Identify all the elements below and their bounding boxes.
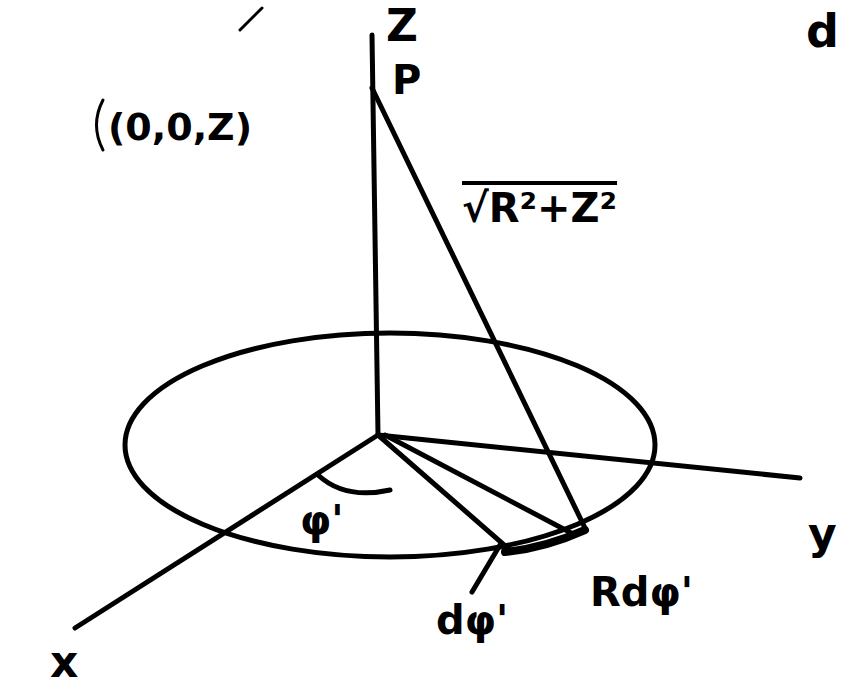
x-axis [75, 435, 378, 628]
radial-line [385, 435, 575, 535]
axis-label: y [808, 512, 837, 556]
distance-label: √R²+Z² [462, 188, 617, 228]
axis-label: Z [386, 4, 418, 48]
angle-label: dφ' [436, 600, 508, 640]
mark [240, 8, 262, 30]
arc-length-label: Rdφ' [590, 572, 693, 612]
point-label: P [392, 60, 421, 100]
bracket [97, 100, 104, 150]
y-axis [378, 435, 800, 478]
angle-arc [318, 475, 390, 493]
angle-label: φ' [300, 500, 344, 540]
ring-element [505, 530, 585, 552]
coordinate-label: (0,0,Z) [108, 108, 252, 146]
charged-ring [125, 333, 655, 557]
distance-line [372, 88, 585, 528]
equation-fragment: d [806, 8, 839, 54]
axis-label: x [50, 640, 78, 684]
leader-line [472, 545, 500, 592]
